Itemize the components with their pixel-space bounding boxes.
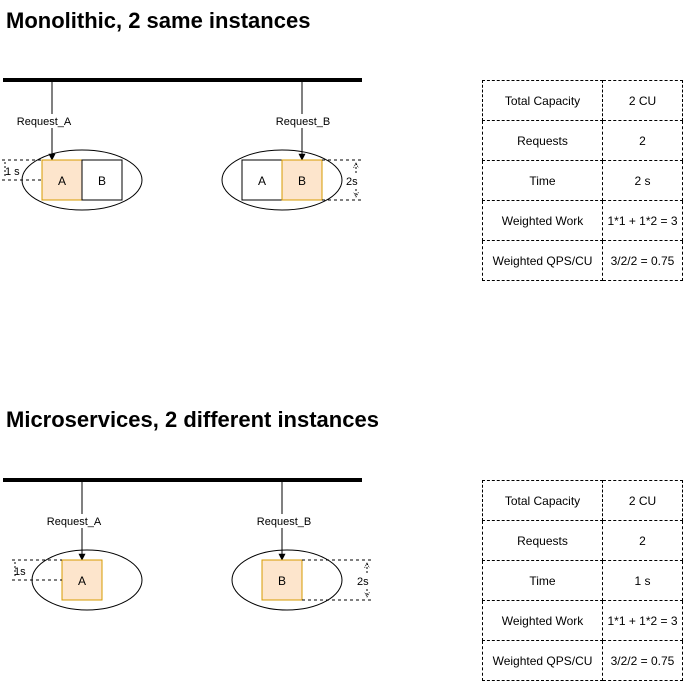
metric-value: 2 s <box>602 160 683 201</box>
metric-key: Weighted QPS/CU <box>482 640 603 681</box>
metric-value: 3/2/2 = 0.75 <box>602 240 683 281</box>
metric-value: 2 CU <box>602 80 683 121</box>
table-row: Total Capacity 2 CU <box>482 480 683 521</box>
microservices-metrics-table: Total Capacity 2 CU Requests 2 Time 1 s … <box>482 480 683 681</box>
monolithic-instance-2 <box>221 149 343 211</box>
metric-key: Requests <box>482 520 603 561</box>
monolithic-instance-2-time: 2s <box>346 176 358 188</box>
table-row: Requests 2 <box>482 120 683 161</box>
microservices-instance-1-time: 1s <box>14 566 26 578</box>
metric-value: 3/2/2 = 0.75 <box>602 640 683 681</box>
metric-key: Total Capacity <box>482 80 603 121</box>
metric-value: 2 <box>602 520 683 561</box>
monolithic-instance-1-label-a: A <box>58 174 66 188</box>
metric-value: 2 CU <box>602 480 683 521</box>
table-row: Weighted QPS/CU 3/2/2 = 0.75 <box>482 640 683 681</box>
table-row: Time 2 s <box>482 160 683 201</box>
microservices-instance-2 <box>231 549 343 611</box>
monolithic-instance-2-label-b: B <box>298 174 306 188</box>
metric-key: Weighted Work <box>482 600 603 641</box>
monolithic-instance-2-label-a: A <box>258 174 266 188</box>
microservices-instance-2-label-b: B <box>278 574 286 588</box>
monolithic-instance-1-time: 1 s <box>5 166 20 178</box>
table-row: Total Capacity 2 CU <box>482 80 683 121</box>
table-row: Requests 2 <box>482 520 683 561</box>
monolithic-request-b-label: Request_B <box>276 116 330 128</box>
monolithic-instance-1-box-a <box>41 159 83 201</box>
metric-key: Requests <box>482 120 603 161</box>
metric-key: Weighted Work <box>482 200 603 241</box>
monolithic-metrics-table: Total Capacity 2 CU Requests 2 Time 2 s … <box>482 80 683 281</box>
metric-value: 1 s <box>602 560 683 601</box>
metric-value: 1*1 + 1*2 = 3 <box>602 600 683 641</box>
monolithic-instance-1-box-b <box>81 159 123 201</box>
metric-key: Total Capacity <box>482 480 603 521</box>
metric-value: 1*1 + 1*2 = 3 <box>602 200 683 241</box>
table-row: Weighted Work 1*1 + 1*2 = 3 <box>482 600 683 641</box>
table-row: Weighted Work 1*1 + 1*2 = 3 <box>482 200 683 241</box>
microservices-instance-2-time: 2s <box>357 576 369 588</box>
table-row: Weighted QPS/CU 3/2/2 = 0.75 <box>482 240 683 281</box>
microservices-instance-2-box-b <box>261 559 303 601</box>
monolithic-instance-1-label-b: B <box>98 174 106 188</box>
metric-value: 2 <box>602 120 683 161</box>
metric-key: Time <box>482 160 603 201</box>
microservices-instance-1-label-a: A <box>78 574 86 588</box>
table-row: Time 1 s <box>482 560 683 601</box>
microservices-instance-1-box-a <box>61 559 103 601</box>
metric-key: Weighted QPS/CU <box>482 240 603 281</box>
monolithic-title: Monolithic, 2 same instances <box>6 8 311 33</box>
monolithic-instance-2-box-b <box>281 159 323 201</box>
metric-key: Time <box>482 560 603 601</box>
microservices-title: Microservices, 2 different instances <box>6 407 379 432</box>
microservices-request-a-label: Request_A <box>47 516 102 528</box>
monolithic-request-a-label: Request_A <box>17 116 72 128</box>
microservices-request-b-label: Request_B <box>257 516 311 528</box>
